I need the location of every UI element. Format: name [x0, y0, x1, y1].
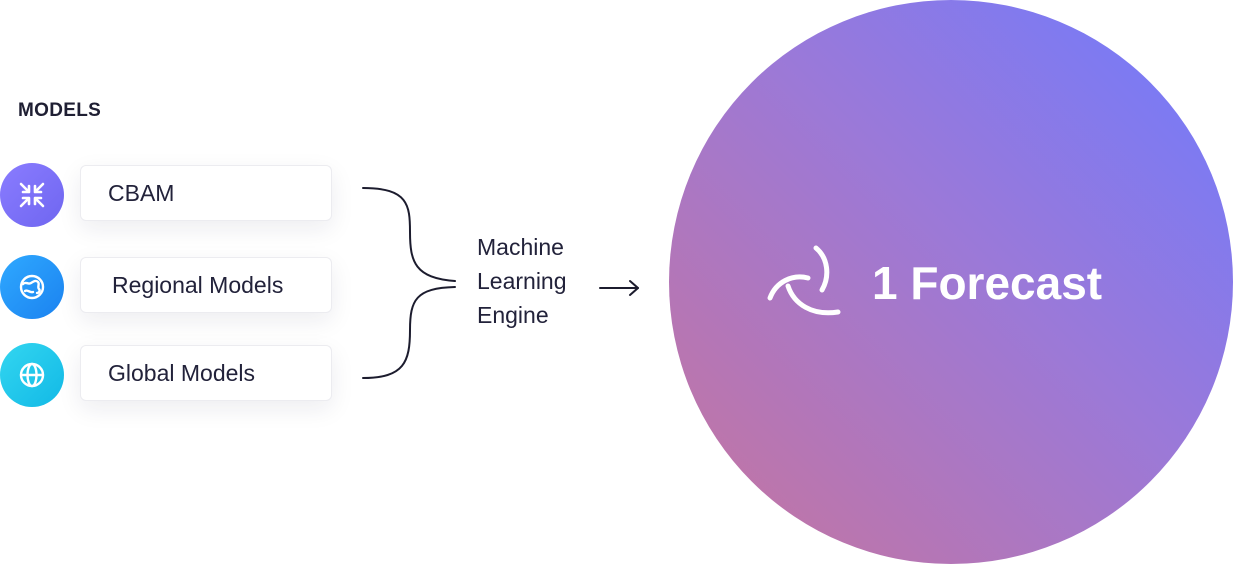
model-card-global[interactable]: Global Models	[80, 345, 332, 401]
regional-map-icon	[0, 255, 64, 319]
engine-label-line-1: Machine	[477, 234, 564, 260]
model-row-cbam: CBAM	[0, 163, 340, 227]
model-row-regional: Regional Models	[0, 255, 340, 319]
bracket-bottom-connector	[362, 286, 456, 379]
engine-label-line-2: Learning	[477, 268, 567, 294]
model-card-regional[interactable]: Regional Models	[80, 257, 332, 313]
compress-arrows-icon	[0, 163, 64, 227]
forecast-logo-icon	[767, 245, 841, 316]
arrow-right-icon	[599, 280, 639, 296]
globe-icon	[0, 343, 64, 407]
section-title: MODELS	[18, 100, 102, 121]
machine-learning-engine-label: Machine Learning Engine	[477, 230, 607, 332]
model-row-global: Global Models	[0, 343, 340, 407]
bracket-top-connector	[362, 187, 456, 282]
engine-label-line-3: Engine	[477, 302, 549, 328]
forecast-title: 1 Forecast	[872, 257, 1103, 309]
model-card-cbam[interactable]: CBAM	[80, 165, 332, 221]
forecast-circle	[669, 0, 1233, 564]
